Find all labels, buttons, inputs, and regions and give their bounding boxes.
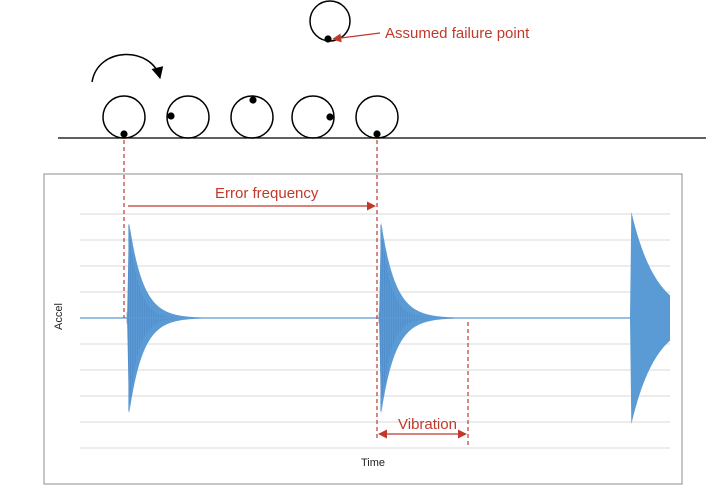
- error-frequency-label: Error frequency: [215, 185, 319, 202]
- wheel-2: [166, 95, 210, 139]
- rolling-wheels: [102, 95, 399, 139]
- failure-wheel: [309, 0, 351, 43]
- failure-dot: [324, 35, 332, 43]
- chart-frame: [43, 173, 683, 485]
- rotation-arrow-icon: [91, 53, 164, 83]
- x-axis-label: Time: [361, 457, 385, 469]
- wheel-3: [230, 95, 274, 139]
- wheel-1: [102, 95, 146, 139]
- vibration-label: Vibration: [398, 416, 457, 433]
- wheel-5: [355, 95, 399, 139]
- wheel-4: [291, 95, 335, 139]
- failure-point-label: Assumed failure point: [385, 25, 530, 42]
- y-axis-label: Accel: [53, 303, 65, 330]
- failure-pointer-arrow: [332, 32, 381, 43]
